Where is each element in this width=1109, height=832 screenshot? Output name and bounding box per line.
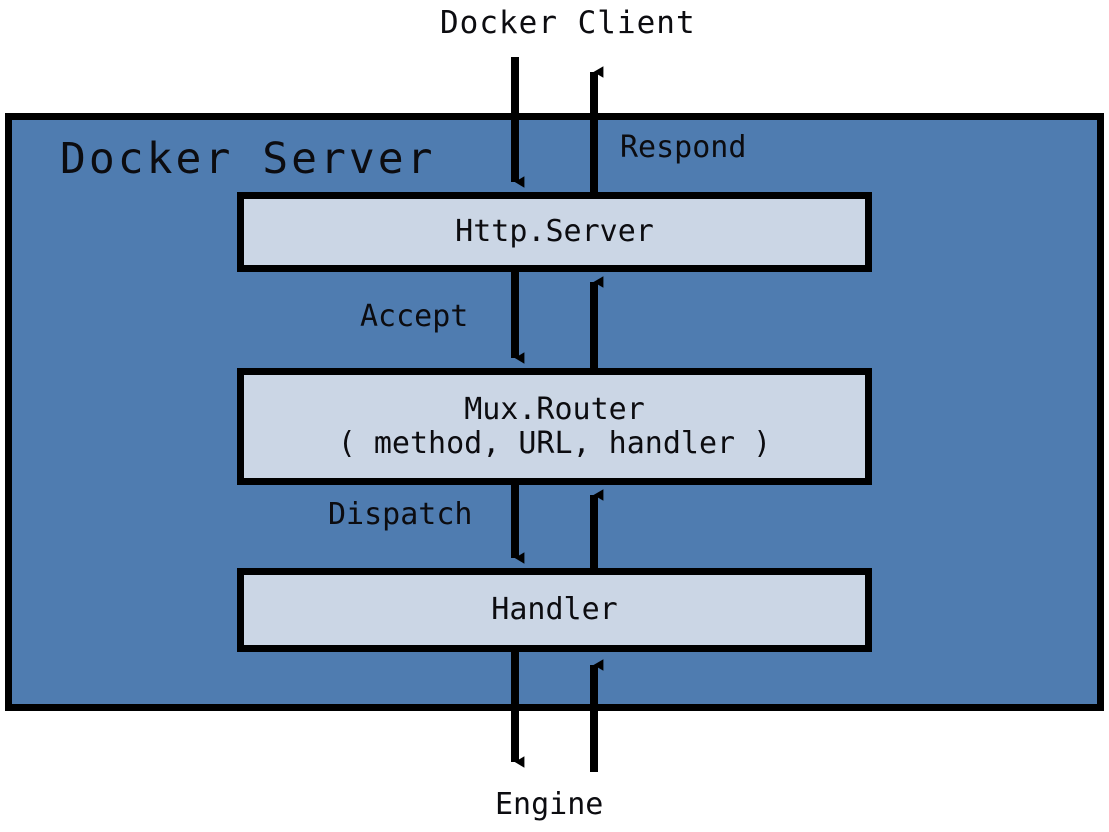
docker-server-title: Docker Server	[60, 134, 436, 184]
docker-client-label: Docker Client	[440, 5, 696, 41]
respond-flow-label: Respond	[620, 130, 747, 165]
mux-router-box: Mux.Router ( method, URL, handler )	[237, 368, 872, 485]
dispatch-flow-label: Dispatch	[328, 497, 473, 532]
handler-label: Handler	[491, 592, 618, 628]
accept-flow-label: Accept	[360, 299, 469, 334]
http-server-label: Http.Server	[455, 214, 654, 250]
handler-box: Handler	[237, 568, 872, 652]
engine-label: Engine	[495, 787, 604, 822]
mux-router-label: Mux.Router	[464, 391, 645, 427]
http-server-box: Http.Server	[237, 192, 872, 272]
mux-router-signature: ( method, URL, handler )	[337, 425, 772, 461]
